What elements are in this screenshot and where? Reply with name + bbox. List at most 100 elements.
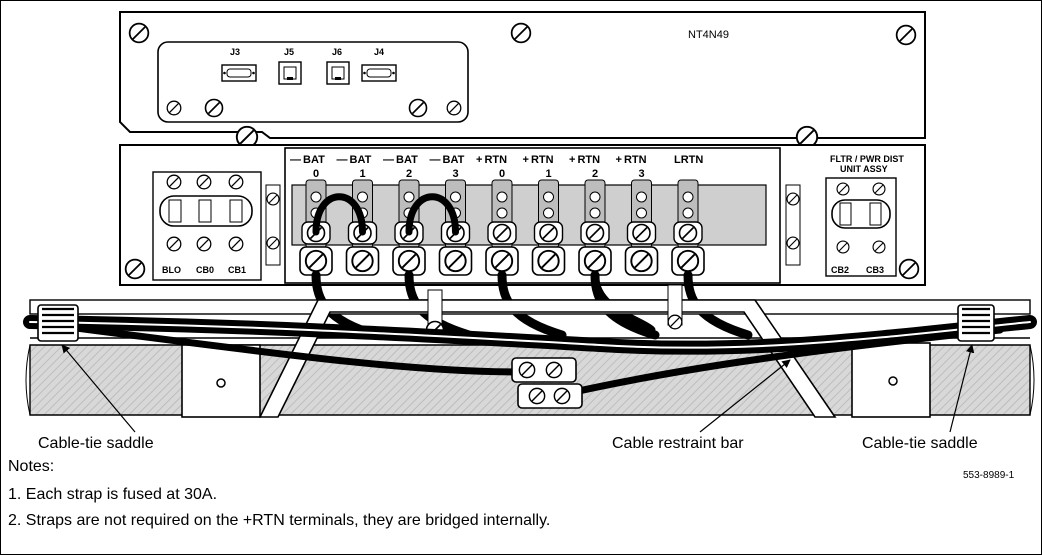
callout-right-saddle: Cable-tie saddle [862,435,978,452]
terminal-polarity: + [569,154,575,166]
terminal-polarity: — [337,154,348,166]
connector-label-j3: J3 [230,47,240,57]
terminal-polarity: + [523,154,529,166]
screw-icon [786,236,800,250]
screw-icon [898,258,920,280]
screw-icon [408,98,428,118]
db-connector-icon [221,64,257,82]
screw-icon [678,223,698,243]
screw-icon [228,236,244,252]
terminal-hole [310,191,322,203]
terminal-label: —BAT [337,154,372,166]
terminal-hole [450,191,461,203]
screw-icon [196,174,212,190]
terminal-hole [682,191,694,203]
power-strap [405,193,459,236]
terminal-number: 3 [453,168,459,180]
terminal-name: RTN [577,154,600,166]
screw-icon [895,24,917,46]
terminal-number: 1 [546,168,552,180]
screw-icon [166,236,182,252]
screw-icon [528,387,546,405]
callout-arrow-right-saddle [949,344,975,433]
connector-panel [157,41,469,123]
screw-icon [667,314,683,330]
terminal-number: 3 [639,168,645,180]
terminal-name: RTN [624,154,647,166]
screw-icon [351,249,374,273]
cable-tie-saddle-right [957,304,995,342]
terminal-label: +RTN [476,154,507,166]
terminal-hole [589,191,601,203]
terminal-rtn3: +RTN 3 [616,154,659,276]
terminal-hole [403,191,415,203]
screw-icon [872,182,886,196]
screw-icon [166,174,182,190]
screw-icon [676,249,700,273]
terminal-polarity: + [476,154,482,166]
screw-icon [836,240,850,254]
terminal-number: 0 [499,168,505,180]
screw-icon [518,361,536,379]
terminal-name: RTN [484,154,507,166]
screw-icon [196,236,212,252]
screw-icon [166,100,182,116]
screw-icon [539,223,558,243]
screw-icon [266,236,280,250]
breaker-label-cb2: CB2 [831,265,849,275]
terminal-number: 0 [313,168,319,180]
rj-jack-icon [326,61,350,85]
screw-icon [585,223,605,243]
notes-heading: Notes: [8,458,55,475]
terminal-number: 2 [406,168,412,180]
screw-icon [490,249,514,273]
power-strap [312,193,366,236]
breaker-label-blo: BLO [162,265,181,275]
screw-icon [630,249,653,273]
terminal-label: —BAT [290,154,325,166]
screw-icon [786,192,800,206]
screw-icon [304,249,328,273]
screw-icon [228,174,244,190]
terminal-label: +RTN [569,154,600,166]
terminal-label: +RTN [616,154,647,166]
terminal-hole [543,207,554,219]
terminal-hole [496,191,508,203]
unit-label: NT4N49 [688,29,729,41]
rj-jack-icon [278,61,302,85]
connector-label-j6: J6 [332,47,342,57]
screw-icon [510,22,532,44]
screw-icon [444,249,467,273]
terminal-label: +RTN [523,154,554,166]
db-connector-icon [361,64,397,82]
terminal-polarity: — [383,154,394,166]
note-1: 1. Each strap is fused at 30A. [8,486,218,503]
terminal-hole [357,191,368,203]
cable-bundle [23,315,1037,399]
terminal-number: 2 [592,168,598,180]
figure-id: 553-8989-1 [963,470,1015,481]
terminal-hole [636,207,647,219]
terminal-label: —BAT [383,154,418,166]
breaker-label-cb1: CB1 [228,265,246,275]
screw-icon [128,22,150,44]
terminal-polarity: + [616,154,622,166]
terminal-hole [682,207,694,219]
screw-icon [492,223,512,243]
cable-restraint-bar [258,299,837,418]
terminal-name: BAT [350,154,372,166]
screw-icon [537,249,560,273]
terminal-hole [589,207,601,219]
terminal-hole [496,207,508,219]
screw-icon [553,387,571,405]
screw-icon [545,361,563,379]
terminal-label: LRTN [674,154,703,166]
terminal-name: BAT [303,154,325,166]
breaker-label-cb3: CB3 [866,265,884,275]
terminal-label: —BAT [430,154,465,166]
screw-icon [124,258,146,280]
callout-left-saddle: Cable-tie saddle [38,435,154,452]
connector-label-j5: J5 [284,47,294,57]
